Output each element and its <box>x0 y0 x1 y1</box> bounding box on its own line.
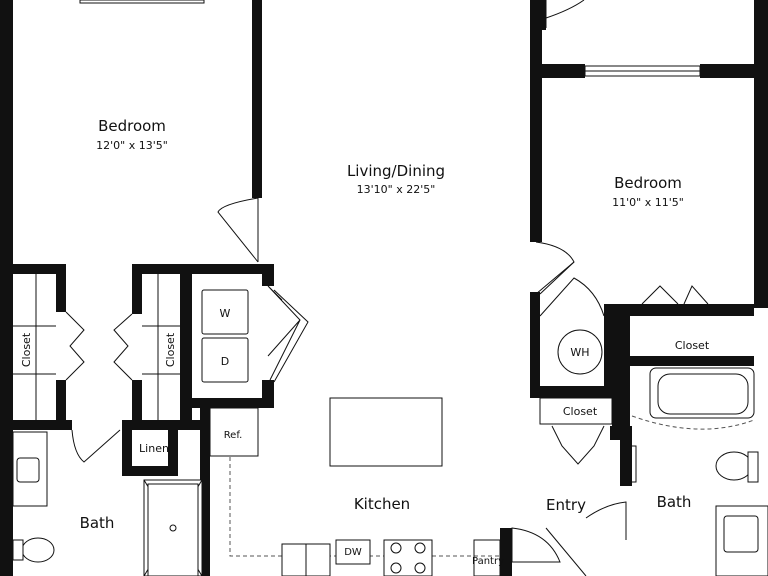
closet-1-label: Closet <box>20 332 33 367</box>
dryer-box <box>201 337 249 383</box>
labels: Bedroom 12'0" x 13'5" Living/Dining 13'1… <box>20 117 710 567</box>
pantry-label: Pantry <box>472 556 504 567</box>
bedroom-right-dims: 11'0" x 11'5" <box>612 196 684 209</box>
washer-box <box>201 289 249 335</box>
washer-label: W <box>220 307 231 320</box>
closet-3-label: Closet <box>675 339 710 352</box>
left-sink-icon <box>16 457 40 483</box>
water-heater-icon <box>557 329 603 375</box>
living-dining-dims: 13'10" x 22'5" <box>357 183 436 196</box>
closet-4-label: Closet <box>563 405 598 418</box>
kitchen-island <box>329 397 443 467</box>
kitchen-name: Kitchen <box>354 495 410 513</box>
entry-name: Entry <box>546 496 586 514</box>
bedroom-right-name: Bedroom <box>614 174 682 192</box>
dishwasher-label: DW <box>344 547 362 558</box>
fridge-box <box>209 407 259 457</box>
bedroom-left-name: Bedroom <box>98 117 166 135</box>
bedroom-left-dims: 12'0" x 13'5" <box>96 139 168 152</box>
bath-right-name: Bath <box>657 493 692 511</box>
left-toilet-tank <box>12 539 24 561</box>
bath-left-name: Bath <box>80 514 115 532</box>
dishwasher-box <box>335 539 371 565</box>
right-toilet-icon <box>715 451 753 481</box>
refrigerator-label: Ref. <box>224 430 243 441</box>
living-dining-name: Living/Dining <box>347 162 445 180</box>
right-sink-icon <box>723 515 759 553</box>
water-heater-label: WH <box>570 346 589 359</box>
left-toilet-icon <box>21 537 55 563</box>
closet-2-label: Closet <box>164 332 177 367</box>
linen-label: Linen <box>139 442 169 455</box>
thin-details <box>12 0 768 576</box>
dryer-label: D <box>221 355 229 368</box>
